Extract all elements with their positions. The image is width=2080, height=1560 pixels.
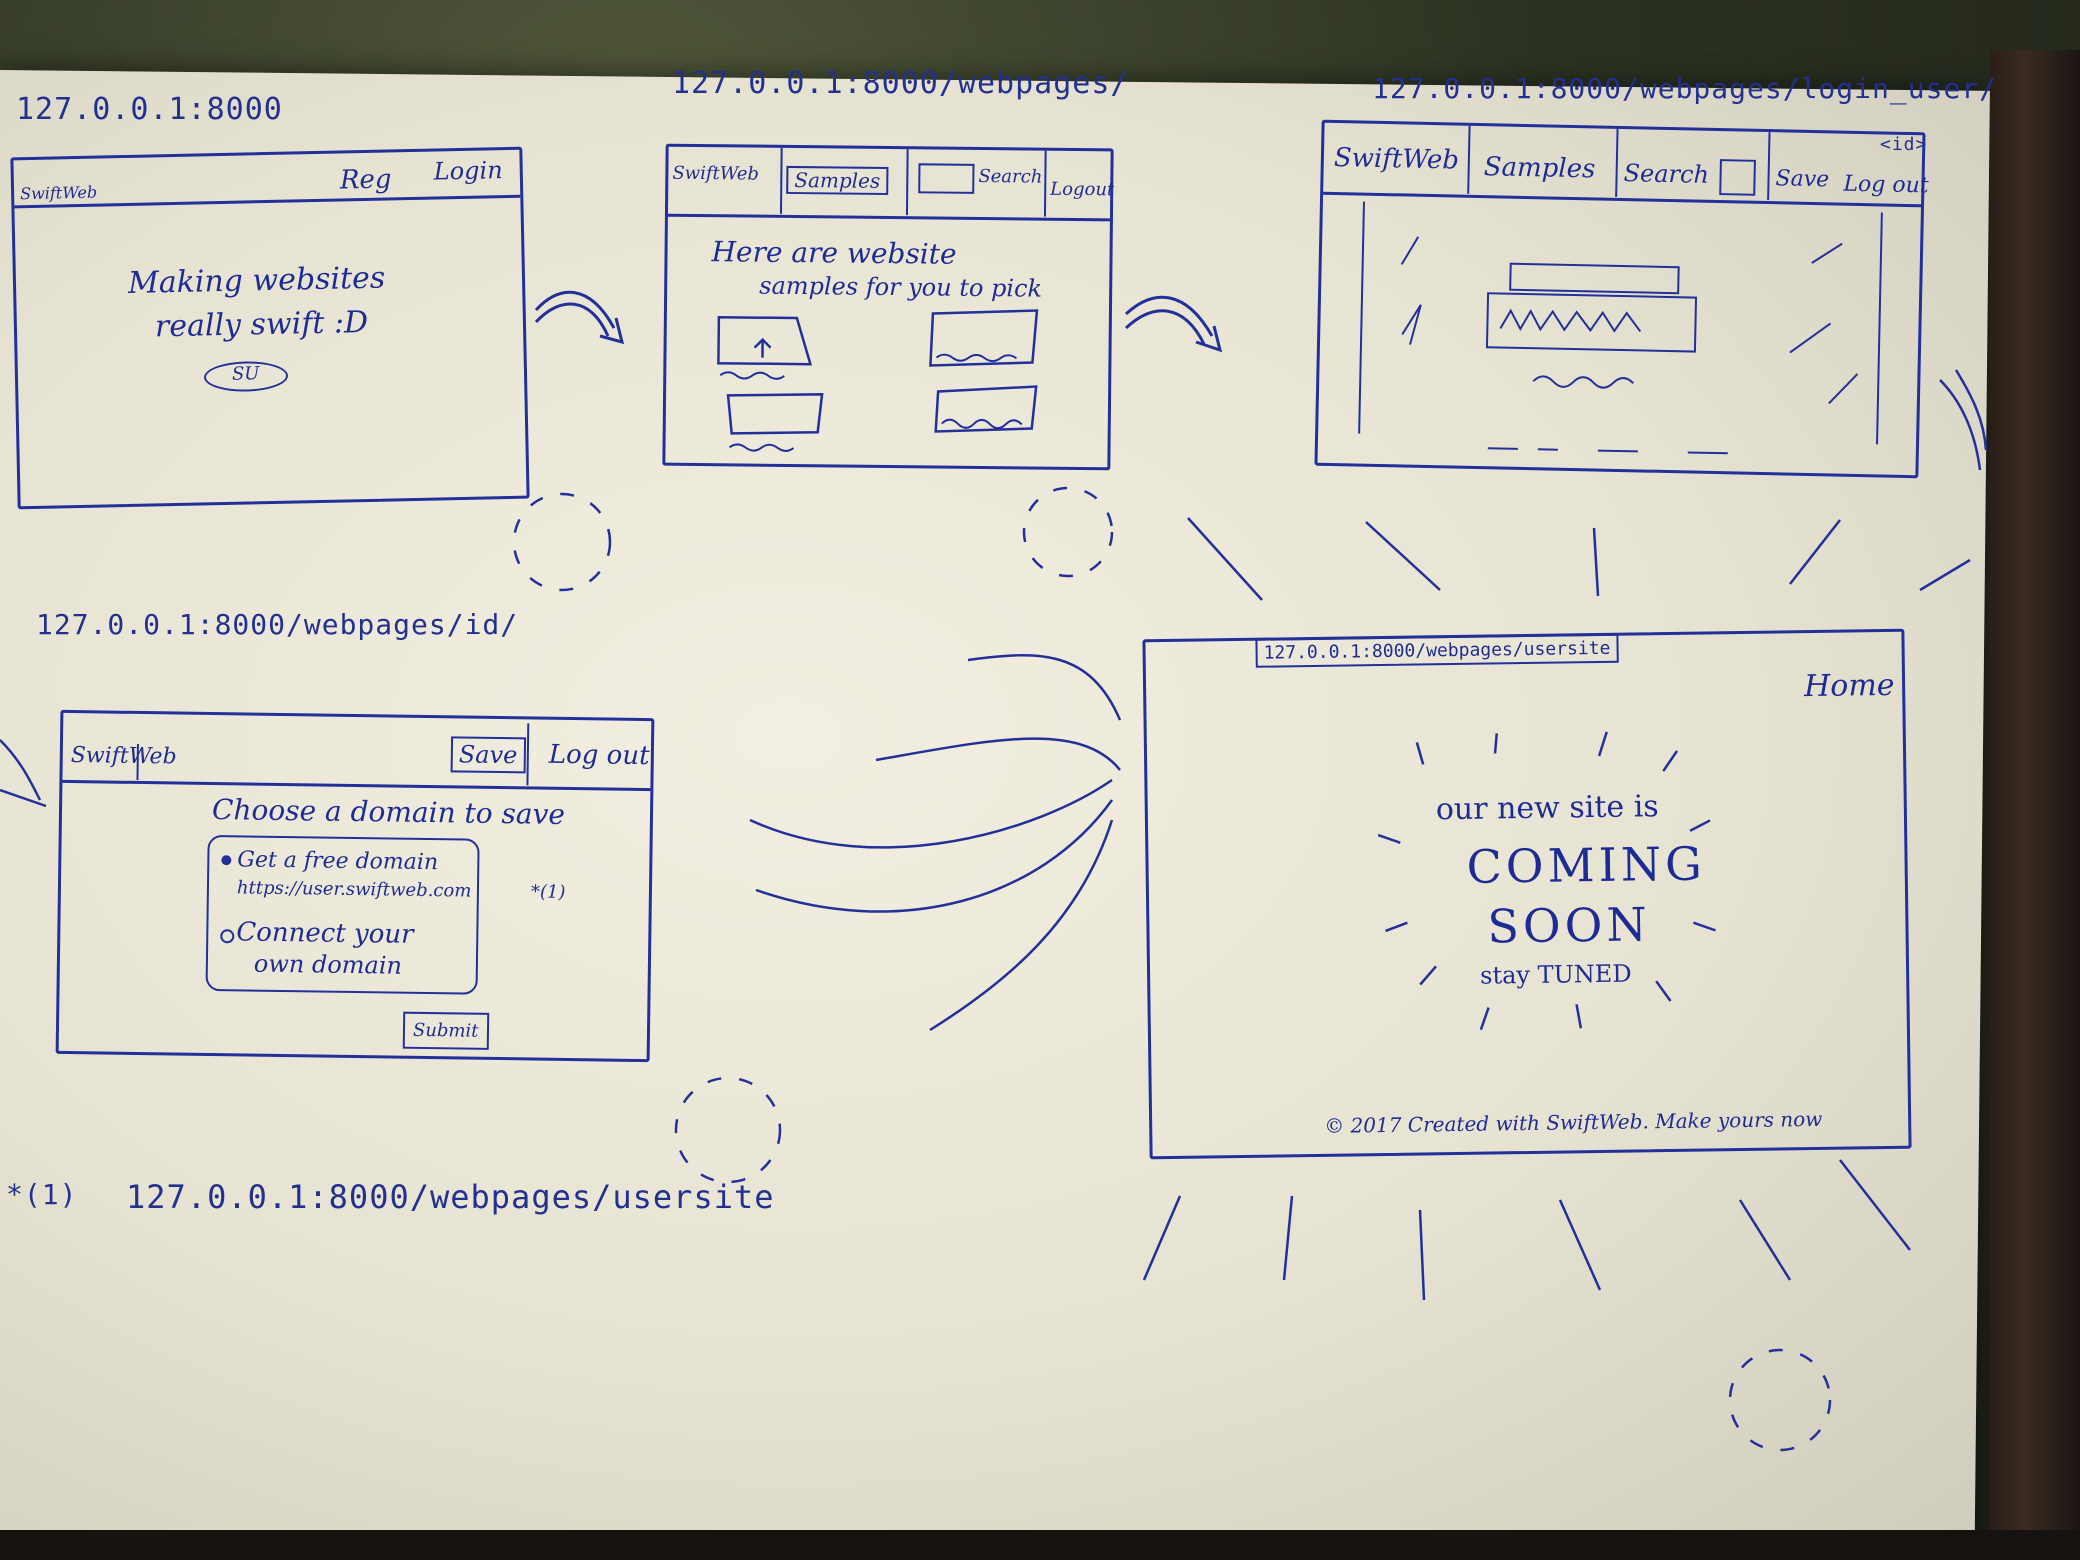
url-label-login-sub: <id> <box>1880 134 1928 155</box>
option-free-domain-ref: *(1) <box>530 881 566 903</box>
domain-heading: Choose a domain to save <box>211 792 566 831</box>
sample-thumb-3[interactable] <box>725 391 826 456</box>
url-label-login: 127.0.0.1:8000/webpages/login_user/ <box>1372 72 1998 105</box>
option-own-domain-2: own domain <box>253 949 403 980</box>
radio-free-domain[interactable] <box>221 855 232 866</box>
url-label-home: 127.0.0.1:8000 <box>16 92 283 127</box>
domain-navbar: SwiftWeb Save Log out <box>62 712 652 792</box>
wireframe-domain-picker: SwiftWeb Save Log out Choose a domain to… <box>55 709 655 1063</box>
option-free-domain-1[interactable]: Get a free domain <box>237 847 439 876</box>
url-label-usersite: 127.0.0.1:8000/webpages/usersite <box>126 1178 775 1216</box>
nav-separator <box>526 723 530 786</box>
footnote-marker: *(1) <box>6 1178 78 1211</box>
nav-separator <box>136 743 139 780</box>
brand-logo[interactable]: SwiftWeb <box>70 743 177 770</box>
flow-arrow-2 <box>1124 295 1223 353</box>
editor-text-scribble <box>1532 375 1634 389</box>
usersite-footer: © 2017 Created with SwiftWeb. Make yours… <box>1324 1106 1823 1138</box>
frame-edge <box>1990 50 2080 1560</box>
wireframe-usersite: 127.0.0.1:8000/webpages/usersite Home ou… <box>1142 628 1912 1160</box>
option-free-domain-2: https://user.swiftweb.com <box>236 877 472 902</box>
sample-thumb-4[interactable] <box>931 385 1042 452</box>
nav-logout[interactable]: Log out <box>548 739 650 772</box>
nav-save[interactable]: Save <box>450 736 526 774</box>
sample-thumb-2[interactable] <box>928 309 1041 380</box>
nav-home[interactable]: Home <box>1803 667 1895 705</box>
wireframe-samples: SwiftWeb Samples Search Logout Here are … <box>662 143 1114 471</box>
editor-block-scribble <box>1499 308 1642 333</box>
url-label-webpages: 127.0.0.1:8000/webpages/ <box>672 66 1130 101</box>
address-bar[interactable]: 127.0.0.1:8000/webpages/usersite <box>1255 633 1619 668</box>
submit-button[interactable]: Submit <box>402 1011 489 1050</box>
url-label-webpage-id: 127.0.0.1:8000/webpages/id/ <box>36 608 519 641</box>
option-own-domain-1[interactable]: Connect your <box>236 917 414 950</box>
table-edge <box>0 1530 2080 1560</box>
sample-thumb-1[interactable] <box>716 313 813 384</box>
flow-arrow-1 <box>534 290 625 345</box>
coming-soon-rays <box>1377 731 1716 1031</box>
editor-doodle-marks <box>1400 236 1859 455</box>
wireframe-editor: SwiftWeb Samples Search Save Log out <box>1314 119 1929 479</box>
